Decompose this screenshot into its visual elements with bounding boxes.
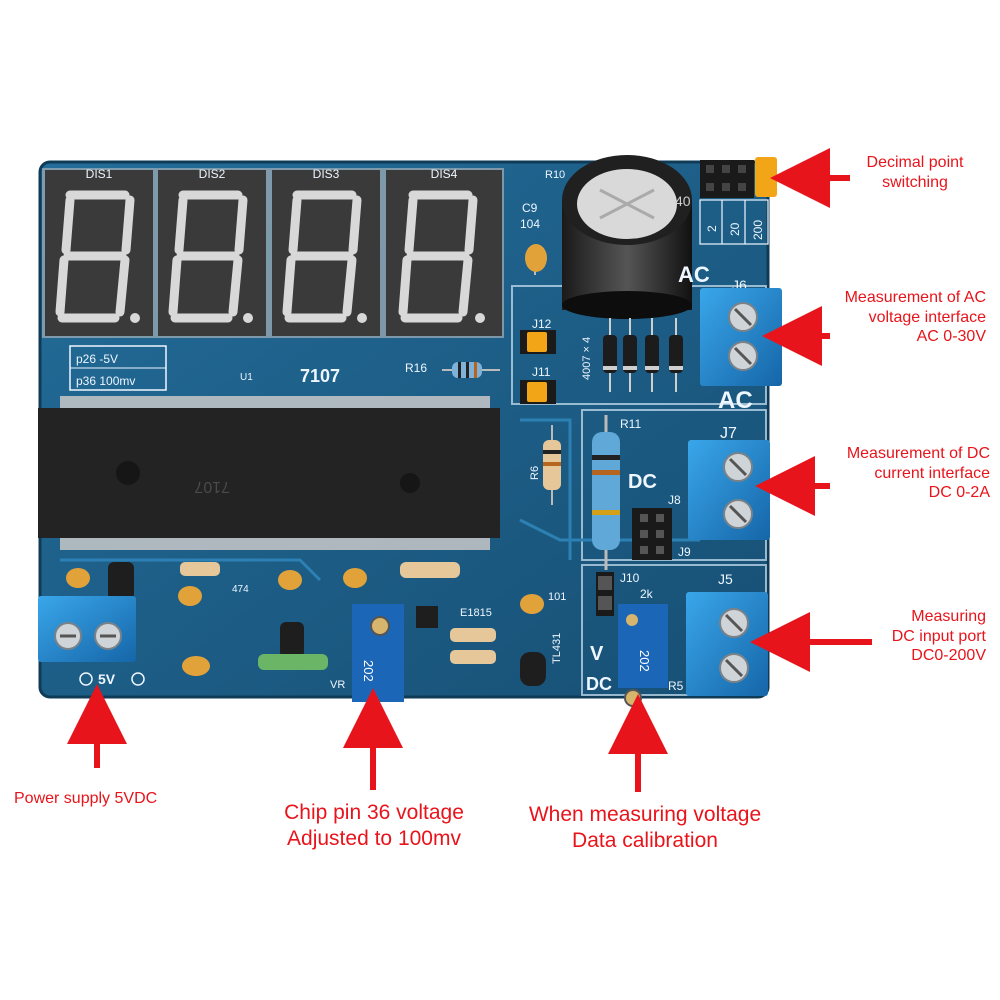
callout-dc-input-line1: Measuring xyxy=(911,608,986,625)
dis2-label: DIS2 xyxy=(199,167,226,181)
dc-voltage-label: DC xyxy=(586,674,612,694)
dis3-label: DIS3 xyxy=(313,167,340,181)
range-20-label: 20 xyxy=(728,222,742,236)
range-2-label: 2 xyxy=(705,225,719,232)
v-dc-v-label: V xyxy=(590,643,604,665)
diodes-label: 4007 × 4 xyxy=(581,337,593,380)
c474-label: 474 xyxy=(232,584,249,595)
trim-value-label: 2k xyxy=(640,587,654,601)
jumper-j11 xyxy=(520,380,556,404)
misc-components xyxy=(66,562,546,686)
r16-label: R16 xyxy=(405,361,427,375)
pin36-potentiometer: 202 xyxy=(352,604,404,702)
c101-label: 101 xyxy=(548,591,566,603)
ic-chip-7107: 7107 xyxy=(38,396,500,550)
callout-chip-pin-line1: Chip pin 36 voltage xyxy=(284,801,464,824)
callout-dc-current: Measurement of DC current interface DC 0… xyxy=(790,444,990,503)
note-p36: p36 100mv xyxy=(76,374,135,388)
calibration-pot-value: 202 xyxy=(637,650,652,672)
chip-silk-label: 7107 xyxy=(300,366,340,386)
dc-current-label: DC xyxy=(628,471,657,493)
e1815-label: E1815 xyxy=(460,607,492,619)
callout-dc-current-line3: DC 0-2A xyxy=(928,484,990,502)
reference-note-box: p26 -5V p36 100mv xyxy=(69,345,167,391)
ac-bottom-label: AC xyxy=(718,387,753,414)
rectifier-diodes xyxy=(603,318,683,392)
digit-4: DIS4 xyxy=(386,167,502,336)
header-j8-j9 xyxy=(632,508,672,560)
vr-label: VR xyxy=(330,679,345,691)
callout-ac-measure-line1: Measurement of AC xyxy=(844,289,986,306)
callout-dc-current-line1: Measurement of DC xyxy=(846,445,990,462)
terminal-block-power xyxy=(38,596,136,662)
resistor-r6 xyxy=(543,425,561,505)
callout-arrows xyxy=(67,148,872,792)
note-p26: p26 -5V xyxy=(76,352,118,366)
callout-calibration-line2: Data calibration xyxy=(572,828,718,852)
callout-ac-measure-line3: AC 0-30V xyxy=(916,328,986,346)
pin36-pot-value: 202 xyxy=(361,660,376,682)
callout-chip-pin-line2: Adjusted to 100mv xyxy=(287,826,461,850)
dis4-label: DIS4 xyxy=(431,167,458,181)
j12-label: J12 xyxy=(532,317,552,331)
ac-top-label: AC xyxy=(678,262,710,287)
digit-1: DIS1 xyxy=(45,167,153,336)
j10-label: J10 xyxy=(620,571,640,585)
callout-ac-measure: Measurement of AC voltage interface AC 0… xyxy=(790,288,986,347)
j7-label: J7 xyxy=(720,425,737,442)
callout-decimal-point-line1: Decimal point xyxy=(866,154,964,171)
j8-label: J8 xyxy=(668,493,681,507)
callout-calibration: When measuring voltage Data calibration xyxy=(500,802,790,853)
dis1-label: DIS1 xyxy=(86,167,113,181)
digit-3: DIS3 xyxy=(272,167,380,336)
terminal-block-j6 xyxy=(700,288,782,386)
callout-dc-input-line2: DC input port xyxy=(891,627,986,645)
terminal-block-j5 xyxy=(686,592,768,696)
seven-segment-display: DIS1 DIS2 DIS3 xyxy=(42,167,504,338)
chip-marking: 7107 xyxy=(194,478,230,495)
resistor-r11 xyxy=(592,415,620,570)
tl431-label: TL431 xyxy=(551,633,563,664)
callout-power-supply-line1: Power supply 5VDC xyxy=(14,790,158,807)
digit-2: DIS2 xyxy=(158,167,266,336)
callout-power-supply: Power supply 5VDC xyxy=(14,789,234,809)
callout-ac-measure-line2: voltage interface xyxy=(868,308,986,326)
range-200-label: 200 xyxy=(751,220,765,240)
j9-label: J9 xyxy=(678,545,691,559)
r5-label: R5 xyxy=(668,679,684,693)
r11-label: R11 xyxy=(620,417,641,431)
c9-value: 104 xyxy=(520,217,540,231)
jumper-j12 xyxy=(520,330,556,354)
j11-label: J11 xyxy=(532,365,551,379)
callout-decimal-point-line2: switching xyxy=(882,173,948,191)
callout-dc-current-line2: current interface xyxy=(874,464,990,482)
r10-label: R10 xyxy=(545,169,565,181)
callout-calibration-line1: When measuring voltage xyxy=(528,803,762,826)
electrolytic-capacitor: 40 xyxy=(562,155,692,319)
header-j10 xyxy=(596,572,614,616)
u1-label: U1 xyxy=(240,372,253,383)
c9-label: C9 xyxy=(522,201,538,215)
ceramic-capacitor-c9 xyxy=(525,244,547,275)
j5-label: J5 xyxy=(718,571,733,587)
power-5v-label: 5V xyxy=(98,671,116,687)
callout-decimal-point: Decimal point switching xyxy=(840,153,990,192)
callout-chip-pin: Chip pin 36 voltage Adjusted to 100mv xyxy=(254,800,494,851)
callout-dc-input-line3: DC0-200V xyxy=(911,647,986,665)
svg-text:40: 40 xyxy=(675,193,691,209)
terminal-block-j7 xyxy=(688,440,770,540)
resistor-r16 xyxy=(442,362,500,378)
callout-dc-input: Measuring DC input port DC0-200V xyxy=(830,607,986,666)
r6-label: R6 xyxy=(529,466,541,480)
